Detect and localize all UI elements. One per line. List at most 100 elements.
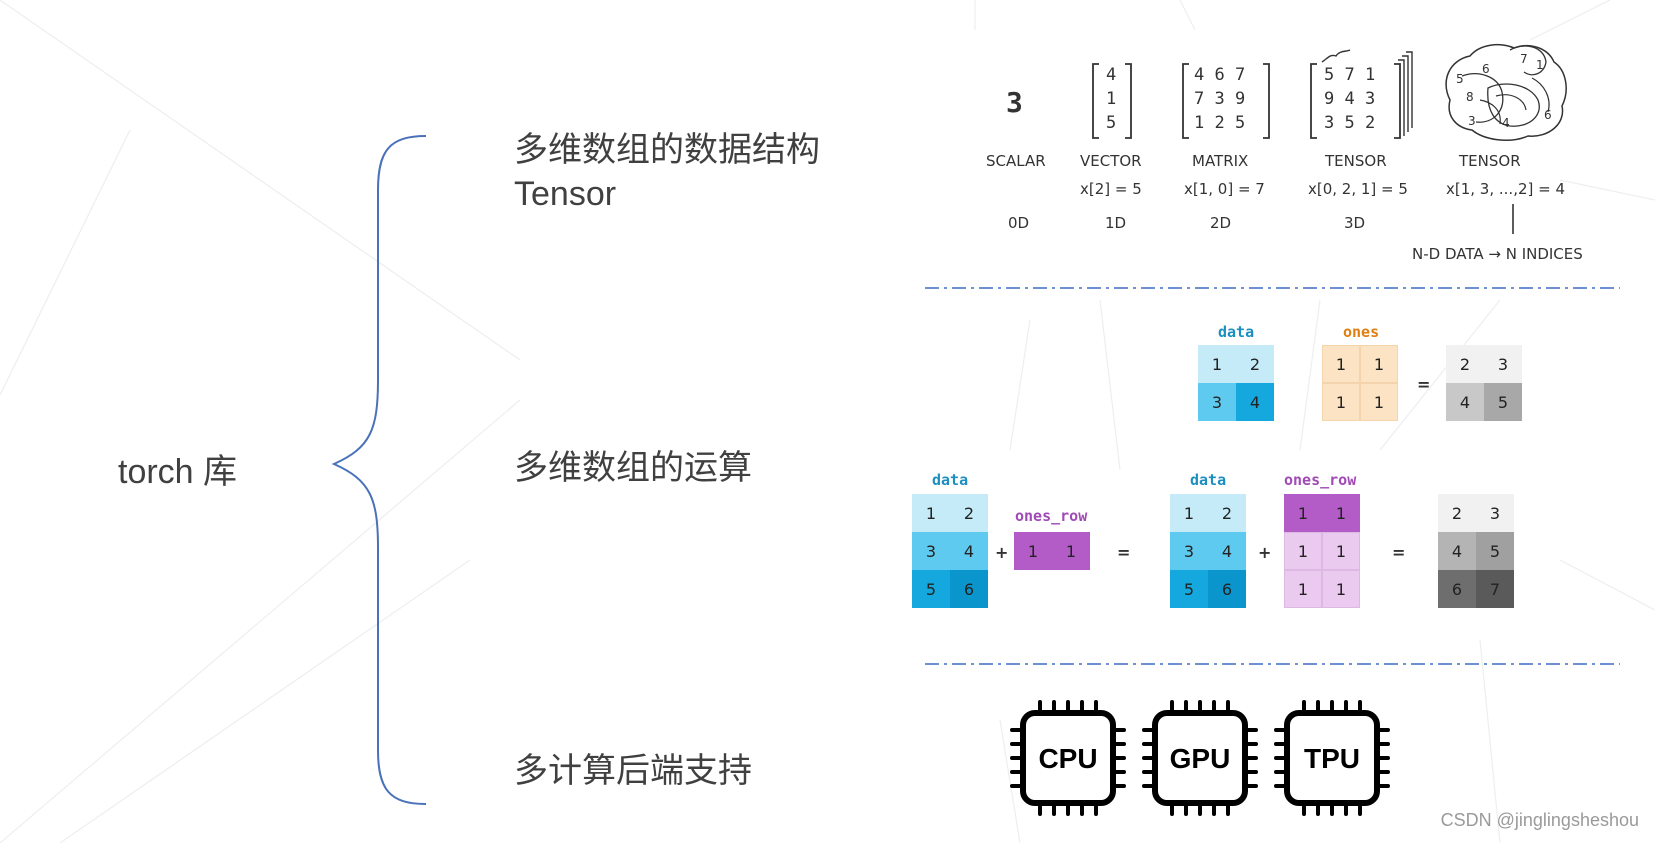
matrix-index: x[1, 0] = 7 — [1184, 180, 1265, 198]
tensornd-digit: 8 — [1466, 90, 1474, 104]
bottom-data2-label: data — [1190, 471, 1227, 489]
matrix-name: MATRIX — [1192, 152, 1249, 170]
bottom-data-label: data — [932, 471, 969, 489]
vector-entry: 1 — [1106, 89, 1117, 109]
bottom-data2-matrix: 1 2 3 4 5 6 — [1170, 494, 1246, 608]
scalar-name: SCALAR — [986, 152, 1046, 170]
matrix-row: 1 2 5 — [1194, 113, 1246, 133]
bottom-plus2-sign: + — [1258, 543, 1272, 562]
bottom-data-matrix: 1 2 3 4 5 6 — [912, 494, 988, 608]
branch-tensor-line2: Tensor — [514, 175, 617, 213]
tensor3d-name: TENSOR — [1325, 152, 1387, 170]
bottom-ones-row2-matrix: 1 1 1 1 1 1 — [1284, 494, 1360, 608]
tensor3d-row: 3 5 2 — [1324, 113, 1376, 133]
matrix-cell: 1 — [1284, 532, 1322, 570]
bottom-ones-row-label: ones_row — [1015, 507, 1088, 525]
matrix-cell: 2 — [950, 494, 988, 532]
top-data-label: data — [1218, 323, 1255, 341]
matrix-cell: 5 — [912, 570, 950, 608]
matrix-cell: 1 — [1284, 494, 1322, 532]
matrix-cell: 3 — [1476, 494, 1514, 532]
matrix-cell: 2 — [1438, 494, 1476, 532]
chip-label: CPU — [1038, 743, 1097, 774]
matrix-cell: 1 — [1322, 345, 1360, 383]
bottom-equals2-sign: = — [1392, 543, 1406, 562]
top-result-matrix: 2 3 4 5 — [1446, 345, 1522, 421]
top-ones-label: ones — [1343, 323, 1380, 341]
gpu-chip-icon: GPU — [1144, 702, 1256, 814]
matrix-row: 7 3 9 — [1194, 89, 1246, 109]
vector-entry: 4 — [1106, 65, 1117, 85]
matrix-cell: 6 — [950, 570, 988, 608]
bottom-ones-row2-label: ones_row — [1284, 471, 1357, 489]
tensornd-digit: 4 — [1502, 116, 1510, 130]
tpu-chip-icon: TPU — [1276, 702, 1388, 814]
vector-sketch: 4 1 5 — [1090, 62, 1134, 140]
matrix-cell: 1 — [912, 494, 950, 532]
cpu-chip-icon: CPU — [1012, 702, 1124, 814]
matrix-cell: 2 — [1446, 345, 1484, 383]
tensor3d-row: 5 7 1 — [1324, 65, 1376, 85]
matrix-cell: 6 — [1438, 570, 1476, 608]
bottom-result-matrix: 2 3 4 5 6 7 — [1438, 494, 1514, 608]
scalar-dim: 0D — [1008, 214, 1030, 232]
matrix-sketch: 4 6 7 7 3 9 1 2 5 — [1180, 62, 1272, 140]
tensornd-digit: 6 — [1544, 108, 1552, 122]
tensornd-pointer — [1512, 204, 1514, 234]
matrix-cell: 3 — [912, 532, 950, 570]
scalar-value: 3 — [1006, 86, 1023, 119]
tensornd-digit: 3 — [1468, 114, 1476, 128]
curly-brace — [331, 135, 427, 805]
matrix-cell: 3 — [1198, 383, 1236, 421]
tensornd-digit: 5 — [1456, 72, 1464, 86]
tensornd-sketch: 5 6 8 7 4 6 1 3 — [1440, 40, 1580, 144]
matrix-cell: 1 — [1170, 494, 1208, 532]
divider-bottom — [925, 663, 1620, 665]
matrix-cell: 4 — [1446, 383, 1484, 421]
matrix-cell: 1 — [1322, 494, 1360, 532]
matrix-cell: 3 — [1170, 532, 1208, 570]
matrix-cell: 1 — [1322, 570, 1360, 608]
matrix-cell: 4 — [950, 532, 988, 570]
matrix-cell: 1 — [1284, 570, 1322, 608]
vector-index: x[2] = 5 — [1080, 180, 1142, 198]
bottom-plus-sign: + — [995, 543, 1009, 562]
tensornd-name: TENSOR — [1459, 152, 1521, 170]
tensor3d-row: 9 4 3 — [1324, 89, 1376, 109]
matrix-cell: 2 — [1236, 345, 1274, 383]
matrix-cell: 4 — [1438, 532, 1476, 570]
matrix-cell: 1 — [1052, 532, 1090, 570]
matrix-cell: 4 — [1208, 532, 1246, 570]
top-data-matrix: 1 2 3 4 — [1198, 345, 1274, 421]
matrix-cell: 1 — [1014, 532, 1052, 570]
watermark: CSDN @jinglingsheshou — [1440, 810, 1639, 830]
matrix-cell: 1 — [1360, 345, 1398, 383]
tensor-dimensions-panel: 3 SCALAR 0D 4 1 5 VECTOR x[2] = 5 1D 4 6… — [970, 40, 1610, 275]
tensornd-index: x[1, 3, ...,2] = 4 — [1446, 180, 1566, 198]
vector-dim: 1D — [1105, 214, 1127, 232]
matrix-cell: 4 — [1236, 383, 1274, 421]
root-label: torch 库 — [118, 453, 238, 491]
matrix-cell: 7 — [1476, 570, 1514, 608]
tensornd-digit: 7 — [1520, 52, 1528, 66]
matrix-cell: 3 — [1484, 345, 1522, 383]
backend-chips: CPU GPU TPU — [1010, 700, 1410, 816]
matrix-cell: 5 — [1484, 383, 1522, 421]
matrix-cell: 5 — [1476, 532, 1514, 570]
matrix-cell: 6 — [1208, 570, 1246, 608]
tensornd-digit: 1 — [1536, 58, 1544, 72]
top-ones-matrix: 1 1 1 1 — [1322, 345, 1398, 421]
chip-label: GPU — [1170, 743, 1231, 774]
bottom-equals-sign: = — [1117, 543, 1131, 562]
matrix-cell: 1 — [1322, 532, 1360, 570]
matrix-dim: 2D — [1210, 214, 1232, 232]
top-equals-sign: = — [1417, 375, 1431, 394]
tensor3d-index: x[0, 2, 1] = 5 — [1308, 180, 1408, 198]
tensornd-note: N-D DATA → N INDICES — [1412, 245, 1583, 263]
chip-label: TPU — [1304, 743, 1360, 774]
matrix-cell: 1 — [1322, 383, 1360, 421]
vector-entry: 5 — [1106, 113, 1117, 133]
tensornd-digit: 6 — [1482, 62, 1490, 76]
vector-name: VECTOR — [1080, 152, 1142, 170]
